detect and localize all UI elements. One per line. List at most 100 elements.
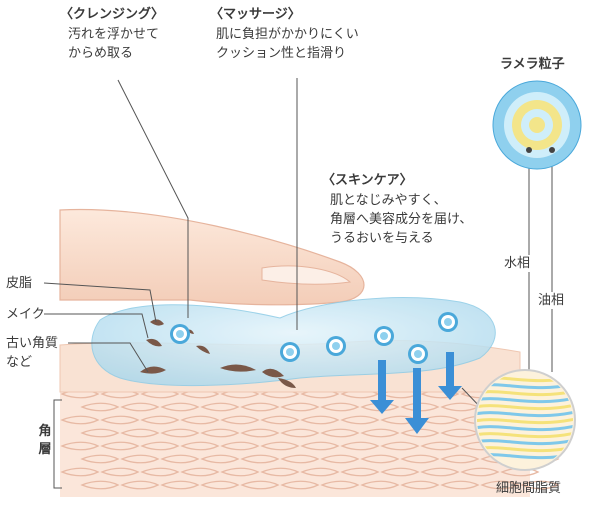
cell — [220, 415, 260, 425]
makeup-label: メイク — [6, 307, 45, 322]
lamellar-particle-small — [170, 324, 190, 344]
cleansing-heading: 〈クレンジング〉 — [60, 7, 165, 22]
old-keratin-label-2: など — [6, 355, 33, 370]
leader-lines — [43, 78, 553, 411]
cell — [200, 480, 240, 490]
cell — [220, 441, 260, 451]
cell — [400, 402, 440, 412]
skincare-text-1: 肌となじみやすく、 — [330, 193, 447, 208]
stratum-char-1: 角 — [38, 424, 52, 439]
cell — [440, 480, 480, 490]
lamellar-particle-small — [438, 312, 458, 332]
lamellar-title: ラメラ粒子 — [500, 57, 565, 72]
cell — [420, 415, 460, 425]
cell — [120, 402, 160, 412]
cell — [280, 428, 320, 438]
cell — [300, 467, 340, 477]
cell — [320, 428, 360, 438]
cell — [160, 454, 200, 464]
cell — [480, 480, 520, 490]
cell — [360, 428, 400, 438]
cell — [240, 454, 280, 464]
oil-phase-label: 油相 — [538, 292, 565, 309]
massage-text-1: 肌に負担がかかりにくい — [216, 27, 359, 42]
stratum-char-2: 層 — [38, 442, 52, 457]
water-phase-label: 水相 — [504, 255, 531, 272]
stratum-corneum — [60, 385, 560, 497]
penetration-arrows — [370, 352, 462, 434]
cell — [300, 415, 340, 425]
lipid-stripe — [477, 409, 573, 418]
cell — [160, 402, 200, 412]
lamellar-particle-small — [326, 336, 346, 356]
cell — [260, 441, 300, 451]
cell — [320, 480, 360, 490]
cell — [180, 441, 220, 451]
lamellar-particle-large — [492, 80, 582, 170]
cell — [280, 454, 320, 464]
gel-layer — [91, 297, 496, 387]
cell — [80, 402, 120, 412]
massage-text-2: クッション性と指滑り — [216, 46, 347, 61]
cleansing-text-1: 汚れを浮かせて — [68, 27, 160, 42]
cell — [80, 480, 120, 490]
cell — [320, 402, 360, 412]
cell — [160, 428, 200, 438]
lipid-stripe — [477, 416, 573, 425]
cell — [100, 441, 140, 451]
cell — [320, 454, 360, 464]
cell — [120, 428, 160, 438]
massage-heading: 〈マッサージ〉 — [210, 7, 301, 22]
cell — [460, 467, 500, 477]
cell — [340, 441, 380, 451]
lipid-stripe — [477, 402, 573, 411]
cell — [380, 441, 420, 451]
cell — [160, 480, 200, 490]
cell — [420, 441, 460, 451]
dirt-particles — [140, 319, 296, 388]
cell — [140, 441, 180, 451]
cell — [380, 467, 420, 477]
cell — [260, 415, 300, 425]
cell — [240, 428, 280, 438]
cell — [400, 428, 440, 438]
intercellular-lipid-label: 細胞間脂質 — [496, 481, 562, 496]
cell — [120, 480, 160, 490]
lamellar-particle-small — [408, 344, 428, 364]
cell — [60, 415, 100, 425]
cell — [60, 441, 100, 451]
lamellar-particle-small — [280, 342, 300, 362]
cell — [180, 467, 220, 477]
cell — [360, 402, 400, 412]
cell — [100, 467, 140, 477]
cell — [200, 454, 240, 464]
cell — [300, 441, 340, 451]
cell — [80, 454, 120, 464]
cell — [240, 402, 280, 412]
old-keratin-label: 古い角質 — [6, 336, 59, 351]
cell — [220, 467, 260, 477]
cell — [360, 480, 400, 490]
cell — [140, 415, 180, 425]
finger — [59, 208, 365, 306]
cleansing-text-2: からめ取る — [68, 46, 134, 61]
cell — [280, 480, 320, 490]
sebum-label: 皮脂 — [6, 276, 33, 291]
cell — [240, 480, 280, 490]
cell — [420, 467, 460, 477]
cell — [340, 415, 380, 425]
lamellar-particles — [170, 312, 458, 364]
cell — [80, 428, 120, 438]
lipid-stripe — [477, 423, 573, 432]
cell — [100, 415, 140, 425]
lamellar-particle-small — [374, 326, 394, 346]
cell — [260, 467, 300, 477]
cell — [180, 415, 220, 425]
skincare-text-2: 角層へ美容成分を届け、 — [330, 212, 473, 227]
cell — [400, 480, 440, 490]
cell — [60, 467, 100, 477]
cell — [280, 402, 320, 412]
stratum-bracket — [53, 399, 62, 489]
